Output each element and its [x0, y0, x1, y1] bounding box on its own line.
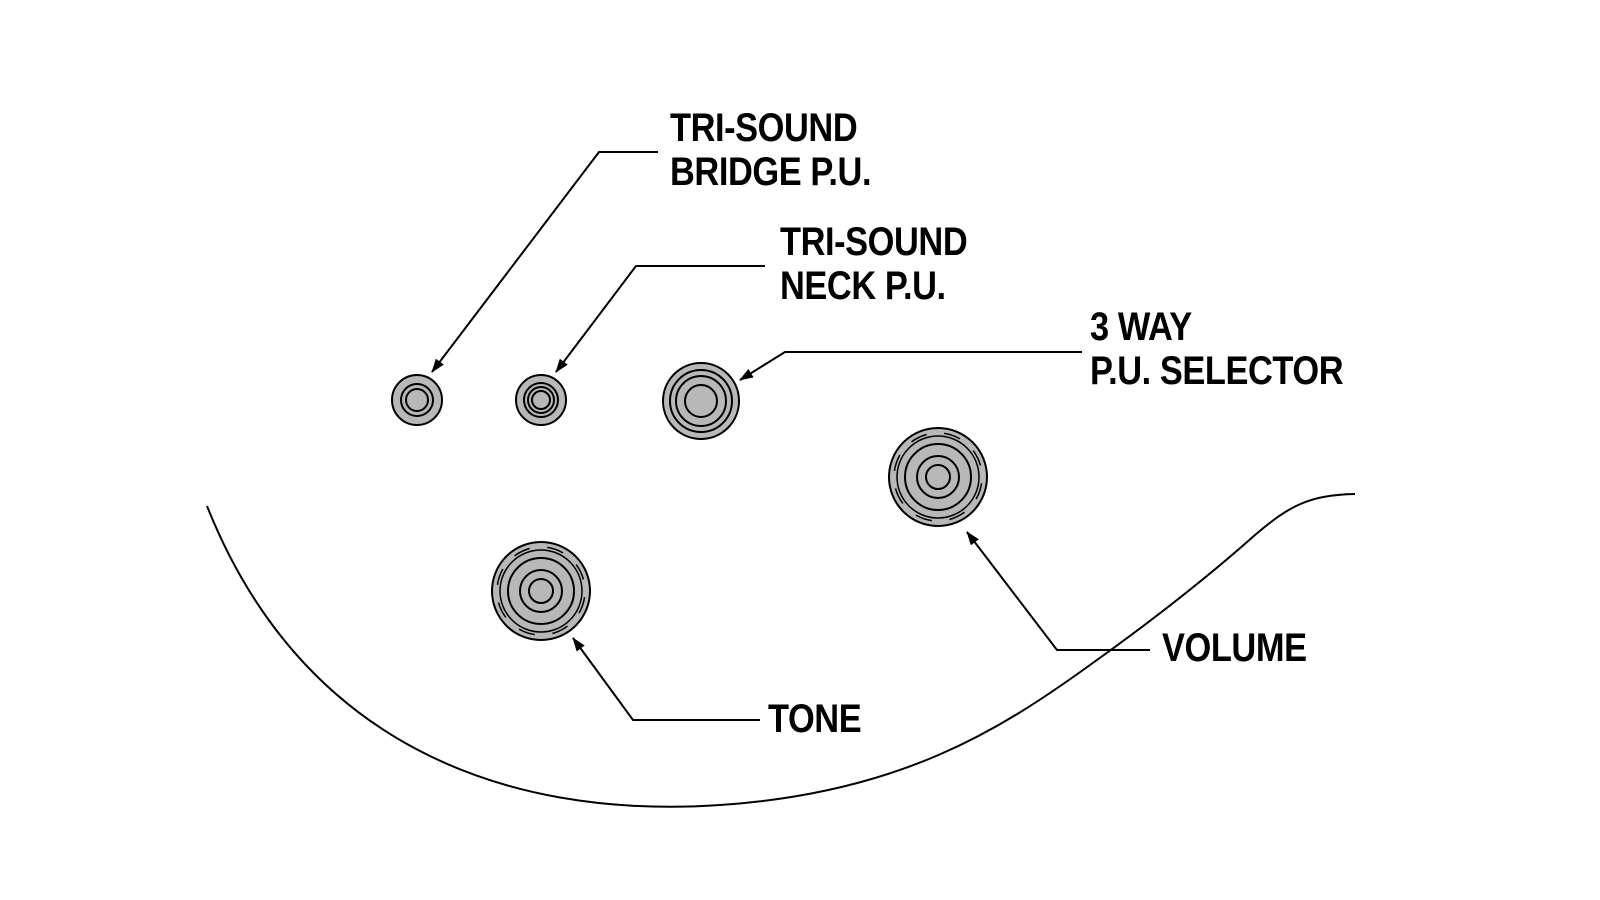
- knob-grip-arc: [578, 597, 586, 614]
- neck-pickup-switch-icon[interactable]: [515, 374, 567, 426]
- knob-grip-arc: [893, 454, 901, 471]
- knob-grip-arc: [911, 433, 927, 443]
- bridge-pickup-label-line-2: BRIDGE P.U.: [670, 150, 872, 194]
- volume-knob-icon[interactable]: [888, 427, 988, 527]
- neck-pickup-leader: [555, 265, 765, 373]
- knob-grip-arc: [518, 628, 535, 636]
- bridge-pickup-leader: [431, 151, 658, 373]
- knob-grip-arc: [552, 625, 568, 635]
- pickup-selector-switch-icon[interactable]: [662, 362, 740, 440]
- tone-leader: [572, 637, 760, 721]
- volume-label: VOLUME: [1162, 626, 1307, 670]
- knob-grip-arc: [975, 483, 983, 500]
- body-outline-curve: [206, 493, 1356, 808]
- tone-label-text: TONE: [768, 697, 862, 741]
- neck-pickup-label-line-1: TRI-SOUND: [780, 220, 968, 264]
- knob-grip-arc: [514, 547, 530, 557]
- bridge-pickup-label-line-1: TRI-SOUND: [670, 106, 858, 150]
- knob-grip-arc: [894, 488, 904, 504]
- volume-label-text: VOLUME: [1162, 626, 1307, 670]
- knob-grip-arc: [972, 450, 982, 466]
- selector-label-line-2: P.U. SELECTOR: [1090, 349, 1344, 393]
- knob-grip-arc: [949, 511, 965, 521]
- knob-grip-arc: [575, 564, 585, 580]
- neck-pickup-label-line-2: NECK P.U.: [780, 264, 946, 308]
- neck-pickup-label: TRI-SOUND NECK P.U.: [780, 220, 968, 308]
- tone-label: TONE: [768, 697, 862, 741]
- knob-grip-arc: [547, 546, 564, 554]
- selector-label-line-1: 3 WAY: [1090, 305, 1192, 349]
- tone-knob-icon[interactable]: [491, 541, 591, 641]
- bridge-pickup-switch-icon[interactable]: [391, 374, 443, 426]
- knob-grip-arc: [944, 432, 961, 440]
- knob-grip-arc: [497, 602, 507, 618]
- volume-leader: [966, 531, 1150, 651]
- selector-label: 3 WAY P.U. SELECTOR: [1090, 305, 1344, 393]
- knob-grip-arc: [915, 514, 932, 522]
- bridge-pickup-label: TRI-SOUND BRIDGE P.U.: [670, 106, 872, 194]
- selector-leader: [739, 351, 1082, 381]
- knob-grip-arc: [496, 568, 504, 585]
